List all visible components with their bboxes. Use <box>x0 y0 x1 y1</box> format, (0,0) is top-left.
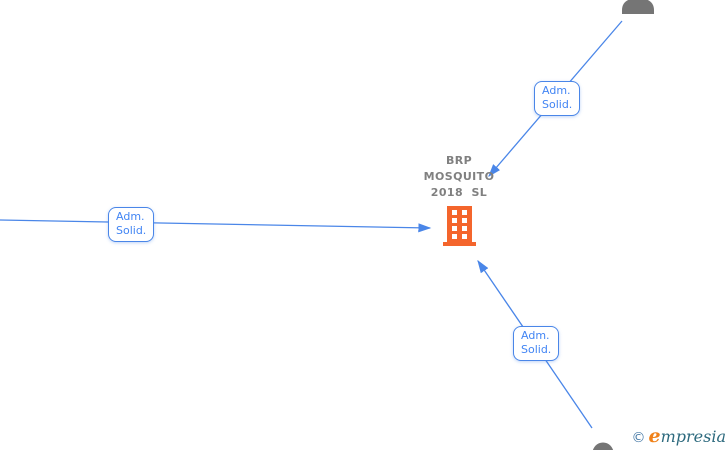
company-name-line3: 2018 SL <box>430 186 488 199</box>
copyright-symbol: © <box>631 430 646 446</box>
edge-label-line1: Adm. <box>521 329 550 342</box>
edge-label-line2: Solid. <box>116 224 147 237</box>
company-name-line2: MOSQUITO <box>423 170 495 183</box>
edge-label-line1: Adm. <box>542 84 571 97</box>
building-icon <box>442 206 476 246</box>
edge-label-adm-solid-left: Adm. Solid. <box>108 207 154 242</box>
person-icon-top-right[interactable] <box>622 0 654 14</box>
edge-label-line2: Solid. <box>542 98 573 111</box>
edge-label-line2: Solid. <box>521 343 552 356</box>
edge-label-adm-solid-top-right: Adm. Solid. <box>534 81 580 116</box>
company-name-line1: BRP <box>445 154 473 167</box>
company-node-brp-mosquito[interactable]: BRP MOSQUITO 2018 SL <box>399 153 519 246</box>
company-name: BRP MOSQUITO 2018 SL <box>399 153 519 201</box>
person-icon-bottom-right[interactable] <box>592 442 614 450</box>
edge-line-left <box>0 219 432 233</box>
watermark-empresia[interactable]: ©empresia <box>632 426 727 448</box>
brand-initial: e <box>648 425 661 447</box>
edge-label-line1: Adm. <box>116 210 145 223</box>
brand-rest: mpresia <box>660 427 726 446</box>
edge-label-adm-solid-bottom-right: Adm. Solid. <box>513 326 559 361</box>
